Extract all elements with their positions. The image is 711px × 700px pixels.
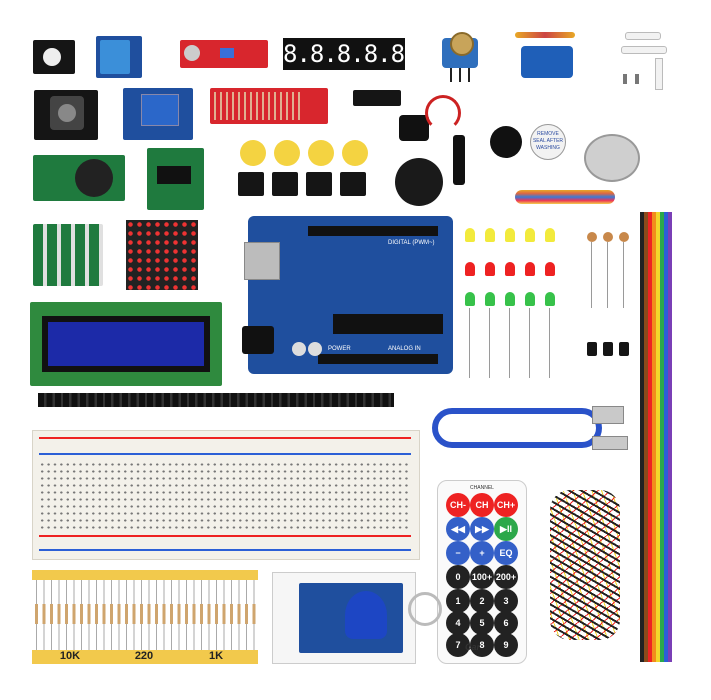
remote-button-minus[interactable]: −: [446, 541, 470, 565]
water-level-sensor: [210, 88, 328, 124]
driver-module: [147, 148, 204, 210]
remote-button-200[interactable]: 200+: [494, 565, 518, 589]
digital-label: DIGITAL (PWM~): [388, 240, 435, 246]
stepper-motor: [580, 130, 640, 182]
remote-button-5[interactable]: 5: [470, 611, 494, 635]
transistors: [585, 342, 635, 392]
remote-button-100[interactable]: 100+: [470, 565, 494, 589]
lcd-display: [30, 302, 222, 386]
servo-horns: [615, 28, 670, 98]
resistor-label-220: 220: [134, 650, 154, 662]
remote-button-7[interactable]: 7: [446, 633, 470, 657]
buzzer: [490, 126, 522, 158]
buzzer-seal: REMOVE SEAL AFTER WASHING: [530, 124, 566, 160]
remote-button-play[interactable]: ▶II: [494, 517, 518, 541]
battery-clip: [395, 95, 480, 190]
resistor-label-10k: 10K: [59, 650, 81, 662]
led-module: [33, 40, 75, 74]
button-caps: [240, 138, 370, 170]
stepper-wires: [515, 182, 625, 212]
breadboard: [32, 430, 420, 560]
remote-button-ch-plus[interactable]: CH+: [494, 493, 518, 517]
remote-button-9[interactable]: 9: [494, 633, 518, 657]
tactile-buttons: [238, 172, 370, 200]
photoresistors: [585, 232, 635, 312]
rfid-ring: [408, 592, 442, 626]
jumper-ribbon-cable: [640, 212, 672, 662]
resistor-label-1k: 1K: [208, 650, 224, 662]
relay-module: [123, 88, 193, 140]
remote-button-0[interactable]: 0: [446, 565, 470, 589]
remote-button-3[interactable]: 3: [494, 589, 518, 613]
remote-button-1[interactable]: 1: [446, 589, 470, 613]
remote-button-ch[interactable]: CH: [470, 493, 494, 517]
arduino-uno-board: DIGITAL (PWM~) POWER ANALOG IN: [242, 216, 453, 374]
remote-button-plus[interactable]: +: [470, 541, 494, 565]
remote-button-4[interactable]: 4: [446, 611, 470, 635]
rfid-reader-card: [272, 572, 416, 664]
remote-header: CHANNEL: [470, 485, 494, 491]
remote-button-ch-minus[interactable]: CH-: [446, 493, 470, 517]
resistor-strips: 10K 220 1K: [32, 570, 258, 666]
remote-button-next[interactable]: ▶▶: [470, 517, 494, 541]
pin-header-strip: [38, 393, 394, 407]
remote-button-prev[interactable]: ◀◀: [446, 517, 470, 541]
remote-brand: Car: [465, 642, 481, 652]
ir-remote: CHANNEL CH- CH CH+ ◀◀ ▶▶ ▶II − + EQ 0 10…: [437, 480, 527, 664]
remote-button-6[interactable]: 6: [494, 611, 518, 635]
joystick-cap: [395, 158, 443, 206]
remote-button-eq[interactable]: EQ: [494, 541, 518, 565]
led-matrix: [126, 220, 198, 290]
power-label: POWER: [328, 346, 351, 352]
rfid-keyfob: [345, 591, 387, 639]
seven-segment-display: 8.8.8.8.8.8.: [283, 38, 445, 70]
jumper-wires-bundle: [540, 480, 630, 650]
sound-sensor-module: [180, 40, 268, 68]
potentiometer: [440, 32, 480, 82]
keypad-module: [33, 224, 103, 286]
analog-label: ANALOG IN: [388, 346, 421, 352]
led-assortment: [463, 228, 563, 380]
rtc-module: [33, 155, 125, 201]
servo-motor: [515, 28, 585, 88]
ic-chip: [353, 90, 401, 106]
joystick-module: [34, 90, 98, 140]
remote-button-8[interactable]: 8: [470, 633, 494, 657]
usb-cable: [432, 400, 632, 470]
remote-button-2[interactable]: 2: [470, 589, 494, 613]
dht11-sensor: [96, 36, 142, 78]
